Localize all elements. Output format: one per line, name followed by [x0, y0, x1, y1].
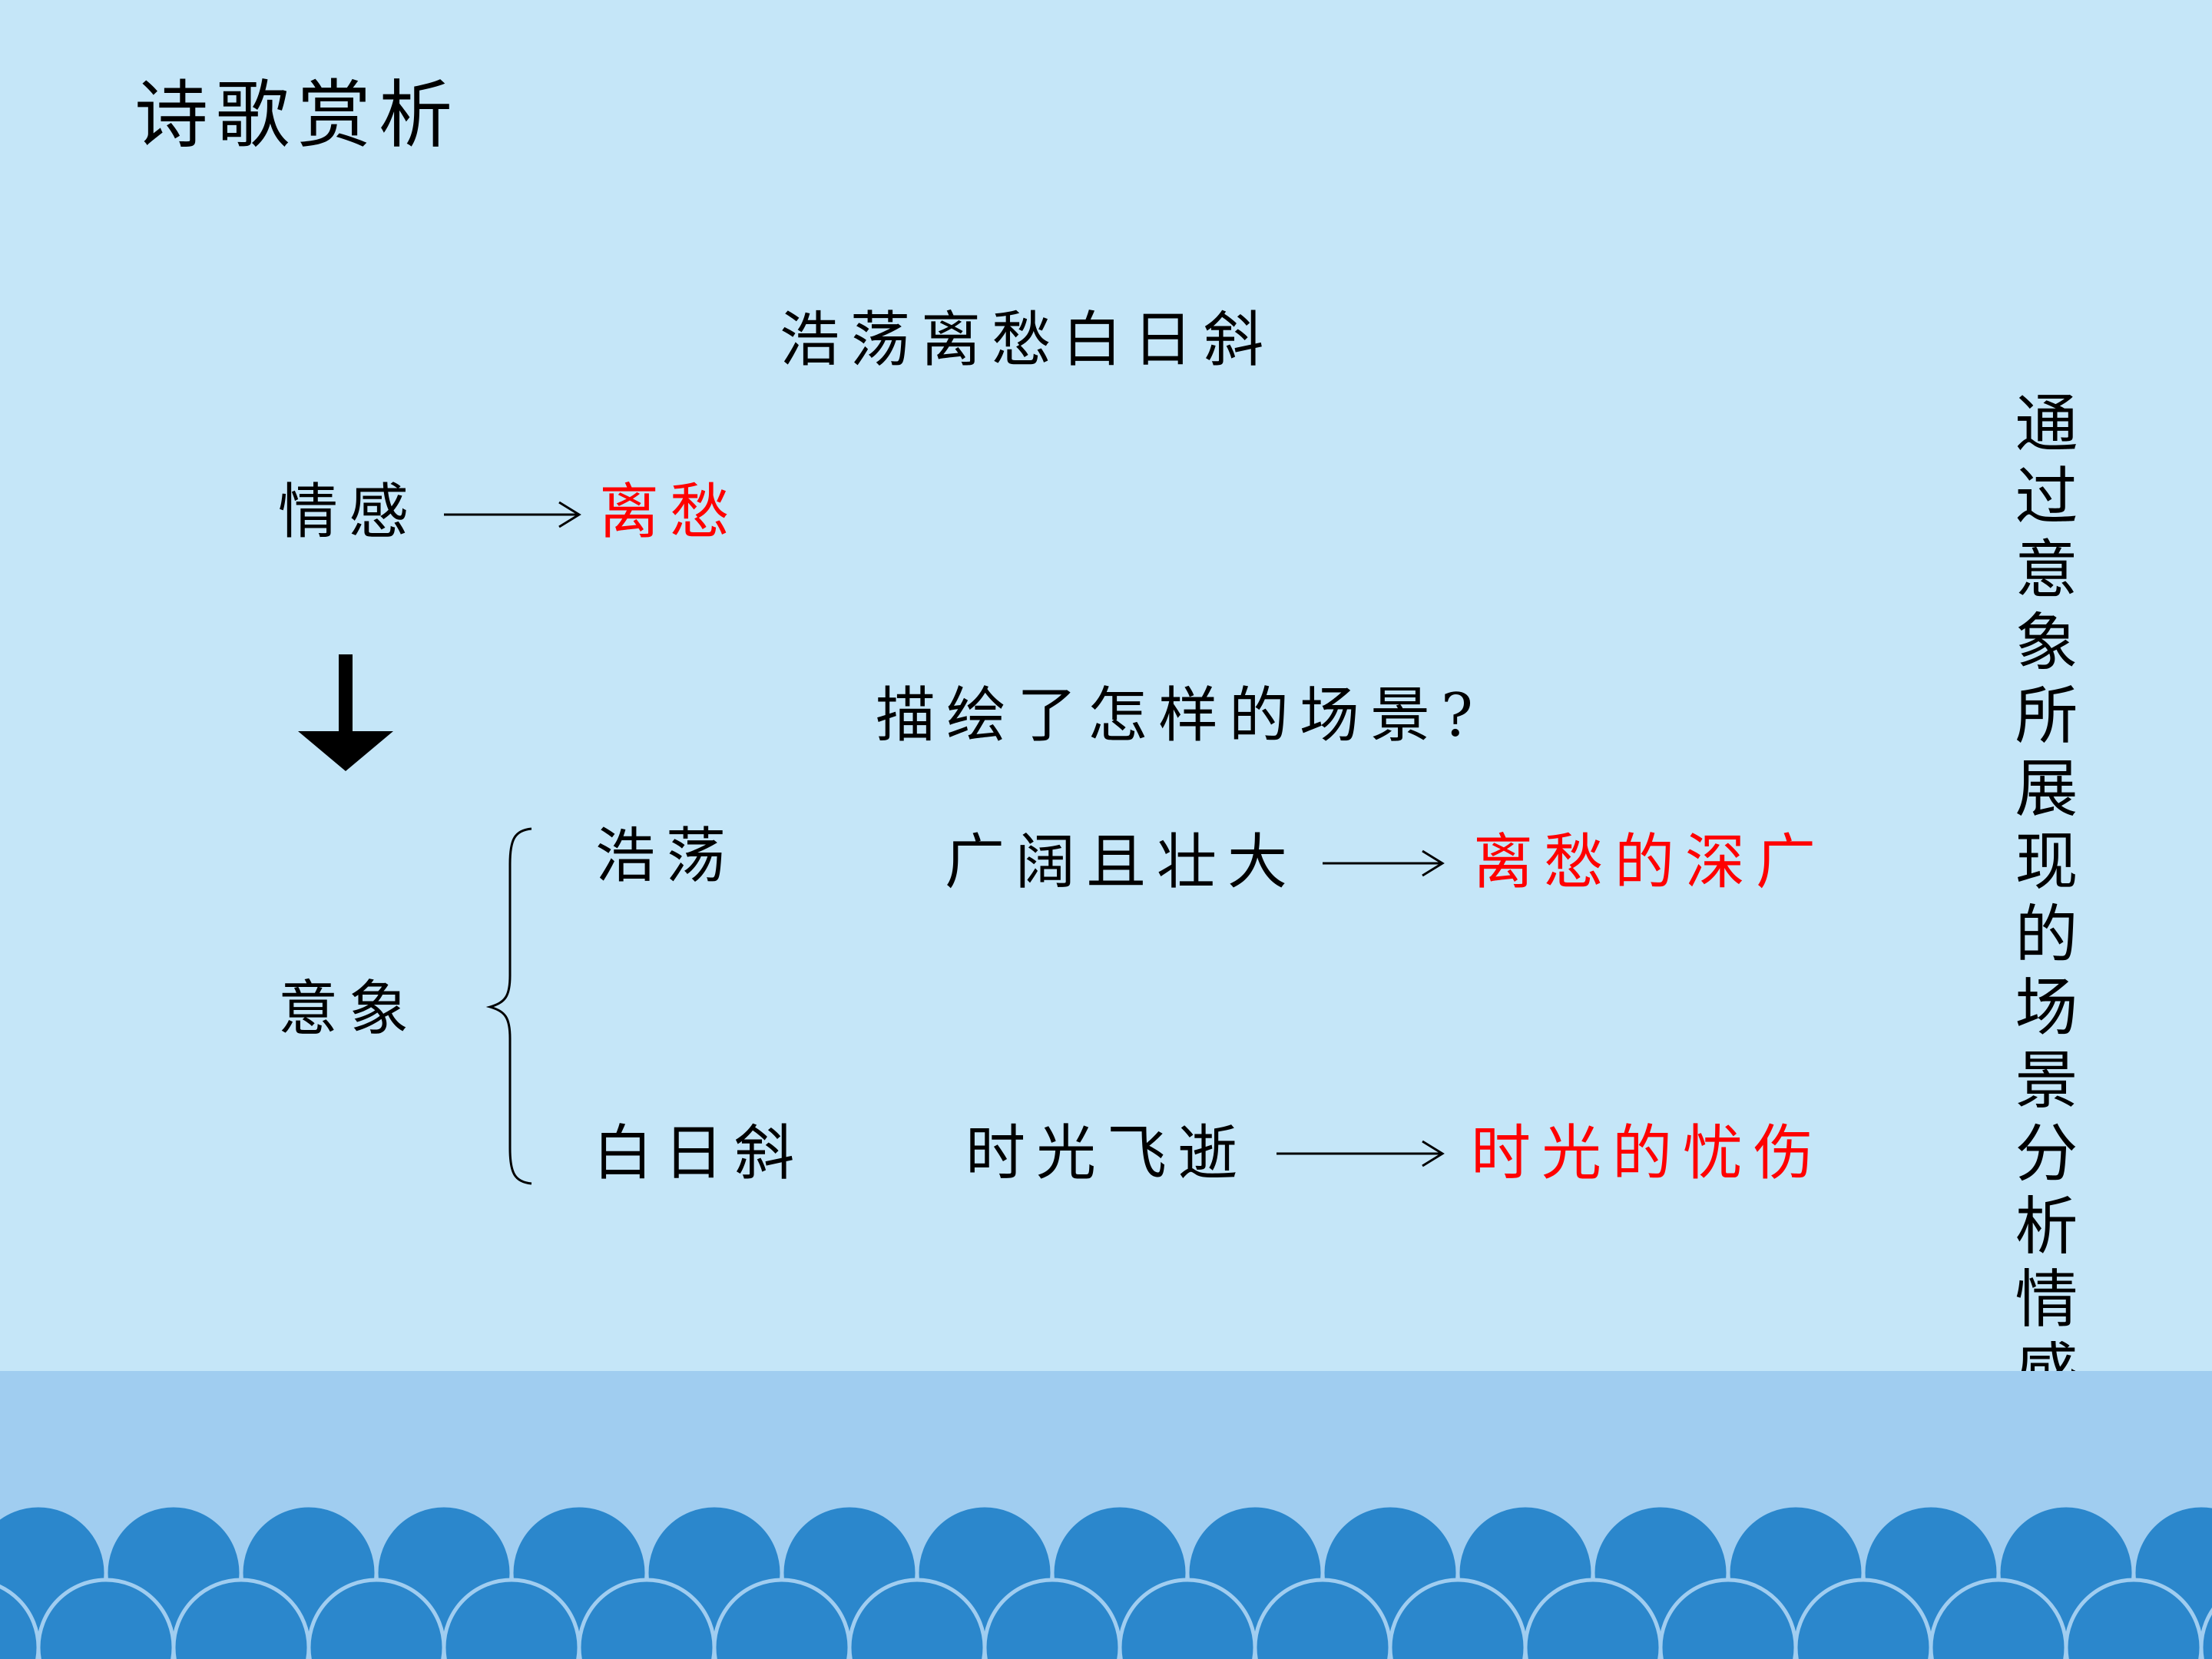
imagery-item-result: 时光的忧伤: [1471, 1119, 1825, 1188]
arrow-right-icon: [444, 501, 581, 528]
emotion-label: 情感: [278, 478, 420, 547]
imagery-item-description: 广阔且壮大: [945, 828, 1299, 897]
poem-line: 浩荡离愁白日斜: [780, 306, 1275, 375]
arrow-right-icon: [1323, 849, 1445, 877]
arrow-down-icon: [298, 654, 393, 771]
wave-decoration: [0, 1503, 2212, 1659]
side-note: 通过意象所展现的场景分析情感: [2004, 390, 2077, 1412]
slide-title: 诗歌赏析: [134, 72, 460, 158]
arrow-right-icon: [1277, 1140, 1445, 1167]
imagery-label: 意象: [278, 975, 420, 1044]
imagery-item-image: 浩荡: [595, 822, 737, 891]
wave-scallop: [2199, 1607, 2212, 1659]
question-text: 描绘了怎样的场景?: [876, 681, 1484, 750]
imagery-item-description: 时光飞逝: [965, 1119, 1249, 1188]
imagery-item-result: 离愁的深广: [1473, 828, 1827, 897]
brace-icon: [485, 827, 532, 1185]
emotion-value: 离愁: [599, 478, 741, 547]
imagery-item-image: 白日斜: [593, 1119, 806, 1188]
